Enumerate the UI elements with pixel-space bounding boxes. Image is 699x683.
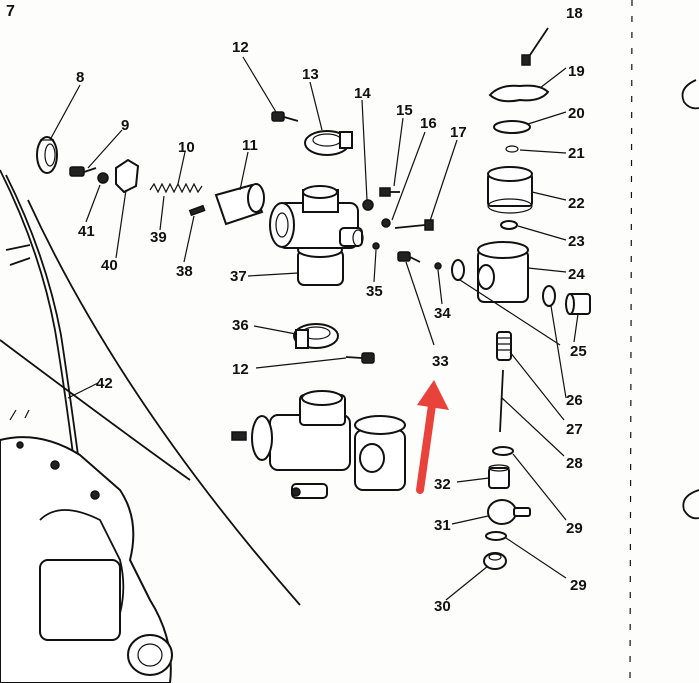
callout-21: 21: [568, 145, 585, 162]
callout-42: 42: [96, 375, 113, 392]
throttle-cable-42: [0, 169, 301, 606]
part-22-float: [487, 166, 533, 214]
callout-12: 12: [232, 39, 249, 56]
callout-23: 23: [568, 233, 585, 250]
part-33-jet: [397, 251, 421, 263]
callout-26: 26: [566, 392, 583, 409]
part-19-cap: [488, 84, 550, 103]
part-38-pin: [188, 204, 206, 217]
red-arrow: [416, 380, 449, 494]
part-36-clamp: [293, 323, 339, 349]
callout-15: 15: [396, 102, 413, 119]
callout-36: 36: [232, 317, 249, 334]
part-34-washer: [434, 262, 442, 270]
callout-22: 22: [568, 195, 585, 212]
callout-11: 11: [242, 137, 258, 154]
part-9-screw: [69, 166, 97, 177]
callout-20: 20: [568, 105, 585, 122]
part-12-screw-lower: [345, 352, 375, 364]
part-21-washer: [505, 145, 519, 153]
callout-labels: 8 9 41 40 10 39 38 11 12 13 14 15 16 17 …: [76, 5, 587, 615]
part-13-clamp: [304, 130, 353, 156]
part-39-spring: [149, 182, 203, 194]
part-25-plug: [565, 293, 591, 315]
part-40-bracket: [115, 158, 140, 194]
callout-14: 14: [354, 85, 371, 102]
callout-34: 34: [434, 305, 451, 322]
callout-13: 13: [302, 66, 319, 83]
part-17-screw: [394, 219, 434, 231]
part-12-screw: [271, 111, 299, 122]
part-37-carburettor-body: [269, 185, 364, 286]
callout-27: 27: [566, 421, 583, 438]
callout-33: 33: [432, 353, 449, 370]
callout-38: 38: [176, 263, 193, 280]
callout-17: 17: [450, 124, 467, 141]
part-8-ring: [36, 136, 58, 174]
part-23-washer: [500, 220, 518, 230]
part-30-cap-nut: [483, 552, 507, 570]
part-20-gasket: [493, 120, 531, 134]
callout-8: 8: [76, 69, 84, 86]
part-32-jet-holder: [488, 464, 510, 489]
callout-28: 28: [566, 455, 583, 472]
callout-31: 31: [434, 517, 451, 534]
binding-hole-bottom: [682, 489, 699, 520]
callout-35: 35: [366, 283, 383, 300]
part-28-needle: [499, 369, 504, 433]
part-24-float-chamber: [477, 241, 529, 303]
part-31-banjo-fitting: [487, 499, 531, 525]
part-41-nut: [97, 172, 109, 184]
part-15-screw: [379, 187, 400, 197]
part-14-screw: [362, 199, 374, 211]
callout-9: 9: [121, 117, 129, 134]
callout-10: 10: [178, 139, 195, 156]
page-fold-line: [629, 0, 633, 683]
part-11-throttle-slide: [214, 183, 265, 226]
part-16-nut: [381, 218, 391, 228]
part-29-washer-lower: [485, 531, 507, 541]
page-number: 7: [6, 3, 15, 20]
leader-lines: [49, 56, 579, 601]
callout-18: 18: [566, 5, 583, 22]
callout-25: 25: [570, 343, 587, 360]
callout-30: 30: [434, 598, 451, 615]
part-18-screw: [521, 27, 549, 66]
callout-19: 19: [568, 63, 585, 80]
callout-16: 16: [420, 115, 437, 132]
binding-hole-top: [681, 79, 699, 110]
callout-24: 24: [568, 266, 585, 283]
part-27-needle-valve: [496, 331, 512, 361]
part-26-gasket-right: [542, 285, 556, 307]
assembled-carburettor: [231, 390, 406, 499]
callout-29-upper: 29: [566, 520, 583, 537]
callout-12-lower: 12: [232, 361, 249, 378]
part-35-washer: [372, 242, 380, 250]
engine-housing: [0, 409, 173, 683]
callout-40: 40: [101, 257, 118, 274]
callout-41: 41: [78, 223, 95, 240]
part-26-gasket-left: [451, 259, 465, 281]
part-29-washer-upper: [492, 446, 514, 456]
callout-39: 39: [150, 229, 167, 246]
callout-29-lower: 29: [570, 577, 587, 594]
callout-37: 37: [230, 268, 247, 285]
callout-32: 32: [434, 476, 451, 493]
